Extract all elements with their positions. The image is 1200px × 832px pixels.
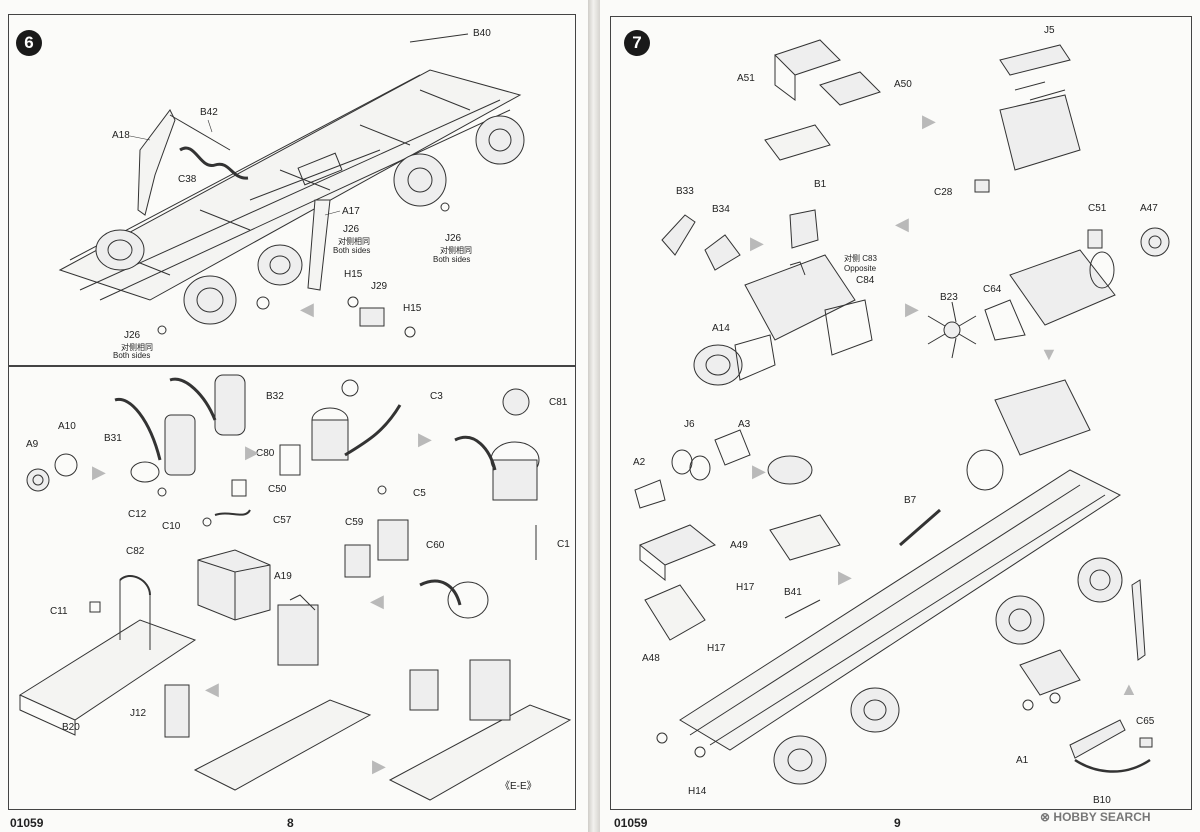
watermark-brand: HOBBY SEARCH (1053, 810, 1151, 824)
both-sides-cn-center: 对侧相同 (338, 237, 370, 246)
part-label-c50: C50 (268, 484, 287, 495)
right-page-code: 01059 (614, 816, 648, 830)
part-label-c81: C81 (549, 397, 568, 408)
step-7-number: 7 (624, 30, 650, 56)
opposite-en-label: Opposite (844, 264, 877, 273)
part-label-c82: C82 (126, 546, 145, 557)
part-label-b32: B32 (266, 391, 284, 402)
part-label-c11: C11 (50, 606, 68, 617)
part-label-c51: C51 (1088, 203, 1107, 214)
part-label-b10: B10 (1093, 795, 1111, 806)
part-label-a2: A2 (633, 457, 646, 468)
direction-arrow: ◀ (205, 679, 219, 699)
part-label-j6: J6 (684, 419, 695, 430)
part-label-c80: C80 (256, 448, 275, 459)
part-label-j26-left: J26 (124, 330, 141, 341)
left-page-number: 8 (287, 816, 294, 830)
left-page-code: 01059 (10, 816, 44, 830)
direction-arrow: ▶ (905, 299, 919, 319)
part-label-j29: J29 (371, 281, 388, 292)
step-6-panel (8, 14, 576, 366)
part-label-c59: C59 (345, 517, 364, 528)
hobby-search-watermark: ⊗ HOBBY SEARCH (1040, 810, 1151, 824)
direction-arrow: ▼ (1040, 344, 1058, 364)
part-label-c5: C5 (413, 488, 426, 499)
direction-arrow: ▶ (372, 756, 386, 776)
step-6-number: 6 (16, 30, 42, 56)
part-label-a9: A9 (26, 439, 39, 450)
part-label-b41: B41 (784, 587, 802, 598)
direction-arrow: ▶ (838, 567, 852, 587)
direction-arrow: ▶ (922, 111, 936, 131)
part-label-c84: C84 (856, 275, 875, 286)
direction-arrow: ▶ (750, 233, 764, 253)
part-label-h17-lower: H17 (707, 643, 726, 654)
part-label-a17: A17 (342, 206, 360, 217)
right-page-number: 9 (894, 816, 901, 830)
part-label-a14: A14 (712, 323, 730, 334)
part-label-c64: C64 (983, 284, 1002, 295)
direction-arrow: ▲ (1120, 679, 1138, 699)
part-label-c12: C12 (128, 509, 147, 520)
step-7-panel (610, 16, 1192, 810)
part-label-a3: A3 (738, 419, 751, 430)
part-label-h14: H14 (688, 786, 707, 797)
part-label-c57: C57 (273, 515, 292, 526)
part-label-b23: B23 (940, 292, 958, 303)
part-label-c1: C1 (557, 539, 570, 550)
direction-arrow: ◀ (300, 299, 314, 319)
both-sides-en-right: Both sides (433, 255, 471, 264)
part-label-h15-left: H15 (344, 269, 363, 280)
right-page: 7 (600, 0, 1200, 832)
part-label-c65: C65 (1136, 716, 1155, 727)
both-sides-en-left: Both sides (113, 351, 151, 360)
part-label-a51: A51 (737, 73, 755, 84)
part-label-b20: B20 (62, 722, 80, 733)
part-label-c10: C10 (162, 521, 181, 532)
part-label-a1: A1 (1016, 755, 1029, 766)
part-label-b33: B33 (676, 186, 694, 197)
part-label-a48: A48 (642, 653, 660, 664)
both-sides-cn-left: 对侧相同 (121, 343, 153, 352)
part-label-b42: B42 (200, 107, 218, 118)
part-label-b7: B7 (904, 495, 917, 506)
part-label-c38: C38 (178, 174, 197, 185)
part-label-j5: J5 (1044, 25, 1055, 36)
part-label-c28: C28 (934, 187, 953, 198)
direction-arrow: ▶ (92, 462, 106, 482)
part-label-a50: A50 (894, 79, 912, 90)
part-label-b31: B31 (104, 433, 122, 444)
part-label-j12: J12 (130, 708, 147, 719)
part-label-a10: A10 (58, 421, 76, 432)
part-label-a49: A49 (730, 540, 748, 551)
opposite-cn-label: 对侧 C83 (844, 254, 877, 263)
both-sides-cn-right: 对侧相同 (440, 246, 472, 255)
part-label-b1: B1 (814, 179, 827, 190)
step-7-engine-drawing (634, 39, 1170, 785)
step-6-chassis-drawing (18, 33, 572, 801)
part-label-a47: A47 (1140, 203, 1158, 214)
left-page: 6 (0, 0, 588, 832)
direction-arrow: ◀ (895, 214, 909, 234)
book-gutter (588, 0, 600, 832)
part-label-a18: A18 (112, 130, 130, 141)
direction-arrow: ▶ (752, 461, 766, 481)
direction-arrow: ▶ (245, 442, 259, 462)
direction-arrow: ◀ (370, 591, 384, 611)
both-sides-en-center: Both sides (333, 246, 371, 255)
part-label-a19: A19 (274, 571, 292, 582)
part-label-j26-right: J26 (445, 233, 462, 244)
part-label-h15-right: H15 (403, 303, 422, 314)
part-label-c3: C3 (430, 391, 443, 402)
part-label-c60: C60 (426, 540, 445, 551)
hobby-search-logo-icon: ⊗ (1040, 810, 1051, 824)
part-label-j26-center: J26 (343, 224, 360, 235)
part-label-b40: B40 (473, 28, 491, 39)
section-mark-ee: 《E-E》 (500, 781, 537, 792)
part-label-h17-upper: H17 (736, 582, 755, 593)
part-label-b34: B34 (712, 204, 730, 215)
substep-panel (8, 366, 576, 810)
direction-arrow: ▶ (418, 429, 432, 449)
